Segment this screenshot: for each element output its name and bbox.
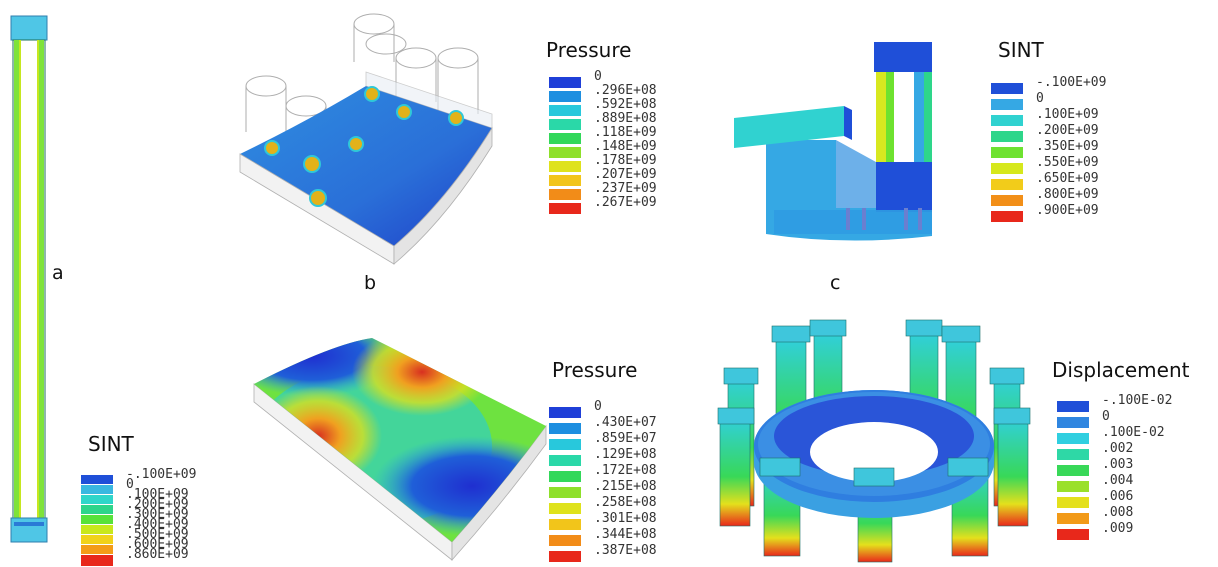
legend-swatch xyxy=(990,194,1024,207)
legend-swatch xyxy=(990,146,1024,159)
legend-swatch xyxy=(548,438,582,451)
legend-label: 0 xyxy=(1102,409,1110,424)
panel-e-model xyxy=(717,319,1031,563)
legend-label: .207E+09 xyxy=(594,167,657,182)
legend-label: .100E+09 xyxy=(126,487,189,502)
panel-c-legend-title: SINT xyxy=(998,38,1044,62)
panel-a-legend-title: SINT xyxy=(88,432,134,456)
legend-label: .003 xyxy=(1102,457,1134,472)
legend-swatch xyxy=(548,422,582,435)
legend-swatch xyxy=(548,76,582,89)
legend-label: .172E+08 xyxy=(594,463,657,478)
panel-d-legend-title: Pressure xyxy=(552,358,638,382)
legend-label: .296E+08 xyxy=(594,83,657,98)
legend-label: 0 xyxy=(1036,91,1044,106)
legend-swatch xyxy=(548,160,582,173)
legend-label: .002 xyxy=(1102,441,1134,456)
legend-label: .215E+08 xyxy=(594,479,657,494)
legend-label: .344E+08 xyxy=(594,527,657,542)
legend-label: .592E+08 xyxy=(594,97,657,112)
legend-swatch xyxy=(1056,512,1090,525)
legend-swatch xyxy=(548,174,582,187)
legend-swatch xyxy=(80,554,114,567)
legend-swatch xyxy=(990,162,1024,175)
legend-swatch xyxy=(548,146,582,159)
legend-label: .100E-02 xyxy=(1102,425,1165,440)
legend-label: 0 xyxy=(126,477,134,492)
legend-label: .900E+09 xyxy=(1036,203,1099,218)
legend-label: -.100E-02 xyxy=(1102,393,1173,408)
legend-label: .650E+09 xyxy=(1036,171,1099,186)
legend-label: .200E+09 xyxy=(126,497,189,512)
legend-swatch xyxy=(990,178,1024,191)
panel-b-legend-title: Pressure xyxy=(546,38,632,62)
panel-b-letter: b xyxy=(364,272,377,294)
legend-label: .550E+09 xyxy=(1036,155,1099,170)
panel-d-model xyxy=(253,338,547,562)
legend-label: .400E+09 xyxy=(126,517,189,532)
legend-swatch xyxy=(990,114,1024,127)
legend-swatch xyxy=(1056,448,1090,461)
legend-label: .258E+08 xyxy=(594,495,657,510)
legend-label: .118E+09 xyxy=(594,125,657,140)
legend-swatch xyxy=(548,406,582,419)
legend-label: .430E+07 xyxy=(594,415,657,430)
legend-swatch xyxy=(1056,480,1090,493)
legend-swatch xyxy=(1056,432,1090,445)
legend-swatch xyxy=(1056,400,1090,413)
panel-a-letter: a xyxy=(52,262,64,284)
legend-label: .267E+09 xyxy=(594,195,657,210)
panel-e-legend-title: Displacement xyxy=(1052,358,1190,382)
legend-swatch xyxy=(548,90,582,103)
legend-swatch xyxy=(548,486,582,499)
legend-swatch xyxy=(548,502,582,515)
panel-c-letter: c xyxy=(830,272,841,294)
legend-label: .301E+08 xyxy=(594,511,657,526)
legend-label: .859E+07 xyxy=(594,431,657,446)
legend-label: .148E+09 xyxy=(594,139,657,154)
legend-label: .350E+09 xyxy=(1036,139,1099,154)
legend-swatch xyxy=(1056,416,1090,429)
legend-label: .129E+08 xyxy=(594,447,657,462)
legend-swatch xyxy=(548,470,582,483)
legend-label: .237E+09 xyxy=(594,181,657,196)
panel-b-model xyxy=(239,13,493,265)
legend-label: .300E+09 xyxy=(126,507,189,522)
legend-label: -.100E+09 xyxy=(126,467,197,482)
legend-swatch xyxy=(548,188,582,201)
legend-swatch xyxy=(548,132,582,145)
legend-swatch xyxy=(990,98,1024,111)
legend-label: .006 xyxy=(1102,489,1134,504)
legend-swatch xyxy=(548,454,582,467)
legend-swatch xyxy=(990,82,1024,95)
legend-swatch xyxy=(1056,496,1090,509)
legend-label: .009 xyxy=(1102,521,1134,536)
legend-label: .600E+09 xyxy=(126,537,189,552)
legend-swatch xyxy=(548,104,582,117)
legend-swatch xyxy=(548,534,582,547)
legend-swatch xyxy=(990,130,1024,143)
legend-swatch xyxy=(548,518,582,531)
legend-label: .178E+09 xyxy=(594,153,657,168)
legend-label: .008 xyxy=(1102,505,1134,520)
legend-label: .889E+08 xyxy=(594,111,657,126)
legend-label: .500E+09 xyxy=(126,527,189,542)
legend-swatch xyxy=(1056,464,1090,477)
legend-label: .100E+09 xyxy=(1036,107,1099,122)
legend-label: .800E+09 xyxy=(1036,187,1099,202)
panel-a-model xyxy=(10,15,48,543)
legend-swatch xyxy=(548,550,582,563)
legend-label: .860E+09 xyxy=(126,547,189,562)
legend-label: -.100E+09 xyxy=(1036,75,1107,90)
legend-swatch xyxy=(990,210,1024,223)
legend-swatch xyxy=(548,202,582,215)
legend-swatch xyxy=(1056,528,1090,541)
legend-label: .004 xyxy=(1102,473,1134,488)
legend-label: .387E+08 xyxy=(594,543,657,558)
legend-label: .200E+09 xyxy=(1036,123,1099,138)
legend-label: 0 xyxy=(594,399,602,414)
legend-swatch xyxy=(548,118,582,131)
legend-label: 0 xyxy=(594,69,602,84)
panel-c-model xyxy=(734,42,932,241)
